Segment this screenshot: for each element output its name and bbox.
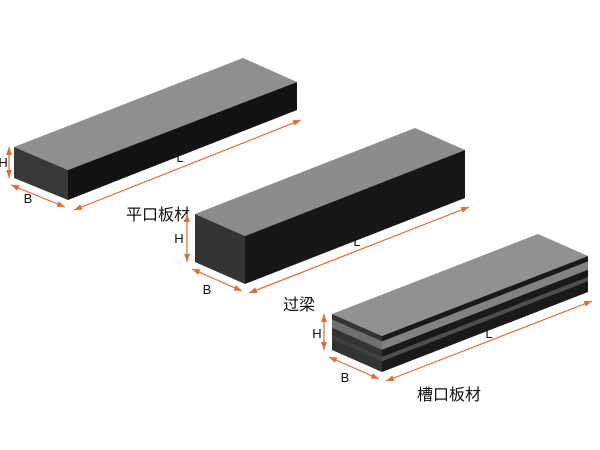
flat-panel-dimensions [6, 119, 302, 211]
lintel-width-dim-line [191, 268, 243, 292]
lintel-dimensions [184, 206, 470, 294]
lintel-texts: H B L 过梁 [174, 231, 360, 314]
notched-panel-length-dim-line [385, 300, 593, 382]
notched-panel-height-label: H [312, 326, 321, 341]
notched-panel-width-label: B [341, 370, 350, 385]
flat-panel-width-dim-line [10, 184, 66, 208]
notched-panel-end-groove-ledge [332, 319, 382, 350]
lintel-length-label: L [353, 234, 360, 249]
notched-panel-width-dim-line [328, 356, 380, 380]
notched-panel-illustration [332, 234, 588, 372]
flat-panel-name: 平口板材 [126, 206, 190, 224]
notched-panel-length-label: L [485, 326, 492, 341]
lintel-width-label: B [203, 282, 212, 297]
lintel-illustration [195, 128, 465, 284]
notched-panel-texts: H B L 槽口板材 [312, 326, 492, 404]
flat-panel-length-label: L [176, 150, 183, 165]
flat-panel-texts: H B L 平口板材 [0, 150, 190, 224]
lintel-length-dim-line [248, 206, 470, 294]
lintel-name: 过梁 [283, 296, 315, 314]
notched-panel-dimensions [321, 300, 593, 382]
flat-panel-illustration [14, 58, 297, 200]
notched-panel-name: 槽口板材 [417, 386, 481, 404]
flat-panel-length-dim-line [73, 119, 302, 211]
flat-panel-width-label: B [24, 191, 33, 206]
lintel-height-label: H [174, 231, 183, 246]
notched-panel-end-groove-line [332, 334, 382, 362]
flat-panel-height-label: H [0, 155, 8, 170]
lintel-end-face [195, 214, 245, 284]
